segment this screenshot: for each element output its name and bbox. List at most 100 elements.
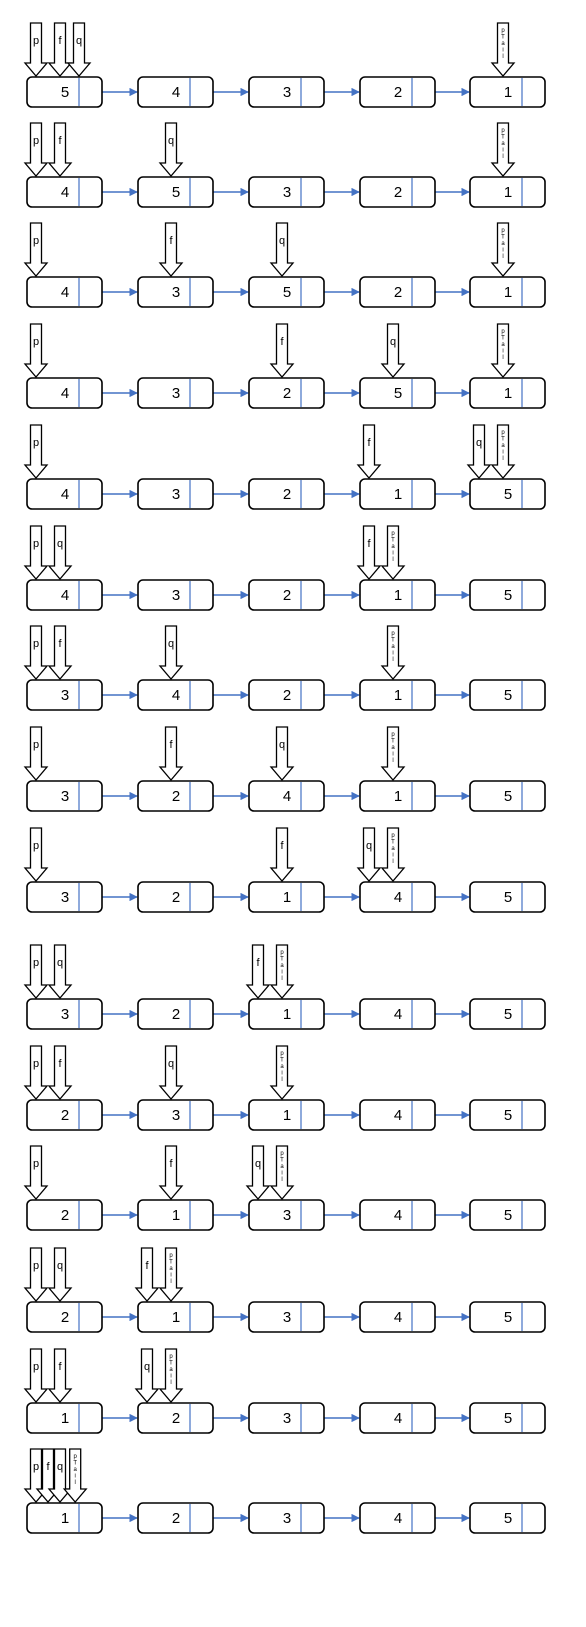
pointer-arrow-shape xyxy=(380,525,406,581)
pointer-label-letter: T xyxy=(391,538,395,544)
pointer-label-letter: i xyxy=(502,48,503,54)
node-value: 5 xyxy=(504,1006,512,1023)
pointer-arrow-shape xyxy=(23,1045,49,1101)
node-value: 1 xyxy=(504,84,512,101)
node-value: 5 xyxy=(504,587,512,604)
node-value: 3 xyxy=(283,184,291,201)
node-value: 2 xyxy=(394,184,402,201)
node-value: 2 xyxy=(172,1410,180,1427)
node-value: 1 xyxy=(394,788,402,805)
pointer-label-letter: l xyxy=(281,976,282,982)
pointer-f-arrow: f xyxy=(158,1145,184,1201)
list-node: 5 xyxy=(469,1199,546,1231)
node-box xyxy=(469,881,546,913)
pointer-arrow-shape xyxy=(245,944,271,1000)
pointer-label: f xyxy=(169,739,173,751)
pointer-label-letter: l xyxy=(392,657,393,663)
pointer-label: p xyxy=(33,35,39,47)
list-node: 2 xyxy=(26,1199,103,1231)
pointer-label-letter: a xyxy=(74,1467,78,1473)
pointer-label-letter: T xyxy=(501,35,505,41)
pointer-f-arrow: f xyxy=(47,1045,73,1101)
pointer-label: q xyxy=(279,739,285,751)
pointer-label: f xyxy=(145,1260,149,1272)
node-box xyxy=(469,76,546,108)
pointer-label: f xyxy=(46,1461,50,1473)
pointer-arrow-shape xyxy=(380,827,406,883)
pointer-label: f xyxy=(280,336,284,348)
node-box xyxy=(137,679,214,711)
pointer-label-letter: i xyxy=(281,970,282,976)
node-box xyxy=(248,478,325,510)
pointer-label: p xyxy=(33,840,39,852)
node-box xyxy=(137,176,214,208)
pointer-q-arrow: q xyxy=(269,726,295,782)
pointer-label-letter: T xyxy=(169,1361,173,1367)
list-node: 4 xyxy=(248,780,325,812)
node-value: 4 xyxy=(394,1207,402,1224)
pointer-p-arrow: p xyxy=(23,1348,49,1404)
node-value: 5 xyxy=(61,84,69,101)
pointer-f-arrow: f xyxy=(47,22,73,78)
list-node: 3 xyxy=(137,579,214,611)
node-value: 1 xyxy=(172,1207,180,1224)
pointer-arrow-shape xyxy=(158,726,184,782)
pointer-label-letter: l xyxy=(75,1480,76,1486)
list-node: 3 xyxy=(137,478,214,510)
node-value: 1 xyxy=(504,284,512,301)
node-box xyxy=(26,1099,103,1131)
node-box xyxy=(248,1099,325,1131)
pointer-label-letter: T xyxy=(391,638,395,644)
pointer-q-arrow: q xyxy=(47,1247,73,1303)
list-node: 5 xyxy=(469,1099,546,1131)
node-box xyxy=(359,579,436,611)
node-box xyxy=(26,881,103,913)
node-box xyxy=(469,1099,546,1131)
pointer-arrow-shape xyxy=(380,726,406,782)
list-node: 1 xyxy=(469,276,546,308)
pointer-arrow-shape xyxy=(158,1348,184,1404)
pointer-arrow-shape xyxy=(490,424,516,480)
node-box xyxy=(359,377,436,409)
pointer-q-arrow: q xyxy=(158,122,184,178)
pointer-label: p xyxy=(33,739,39,751)
node-box xyxy=(137,881,214,913)
node-value: 1 xyxy=(283,1107,291,1124)
pointer-label: p xyxy=(33,538,39,550)
pointer-p-arrow: p xyxy=(23,222,49,278)
node-value: 3 xyxy=(172,385,180,402)
pointer-f-arrow: f xyxy=(356,424,382,480)
list-node: 1 xyxy=(469,176,546,208)
node-value: 4 xyxy=(172,687,180,704)
node-box xyxy=(359,679,436,711)
list-node: 1 xyxy=(26,1502,103,1534)
pointer-f-arrow: f xyxy=(47,122,73,178)
list-node: 5 xyxy=(469,579,546,611)
pointer-label-letter: T xyxy=(501,135,505,141)
node-box xyxy=(359,276,436,308)
node-box xyxy=(248,1199,325,1231)
pointer-label-letter: a xyxy=(501,342,505,348)
pointer-label: f xyxy=(58,1058,62,1070)
pointer-label-letter: l xyxy=(170,1380,171,1386)
pointer-p-arrow: p xyxy=(23,1247,49,1303)
pointer-label-letter: l xyxy=(502,54,503,60)
list-node: 2 xyxy=(137,1402,214,1434)
list-node: 3 xyxy=(248,1301,325,1333)
list-node: 4 xyxy=(359,1301,436,1333)
node-value: 3 xyxy=(172,1107,180,1124)
list-node: 1 xyxy=(359,478,436,510)
pointer-arrow-shape xyxy=(356,525,382,581)
pointer-label-letter: T xyxy=(73,1461,77,1467)
node-value: 3 xyxy=(172,284,180,301)
pointer-arrow-shape xyxy=(158,1247,184,1303)
pointer-label-letter: a xyxy=(169,1367,173,1373)
pointer-label-letter: T xyxy=(280,957,284,963)
pointer-arrow-shape xyxy=(23,944,49,1000)
list-node: 4 xyxy=(137,76,214,108)
